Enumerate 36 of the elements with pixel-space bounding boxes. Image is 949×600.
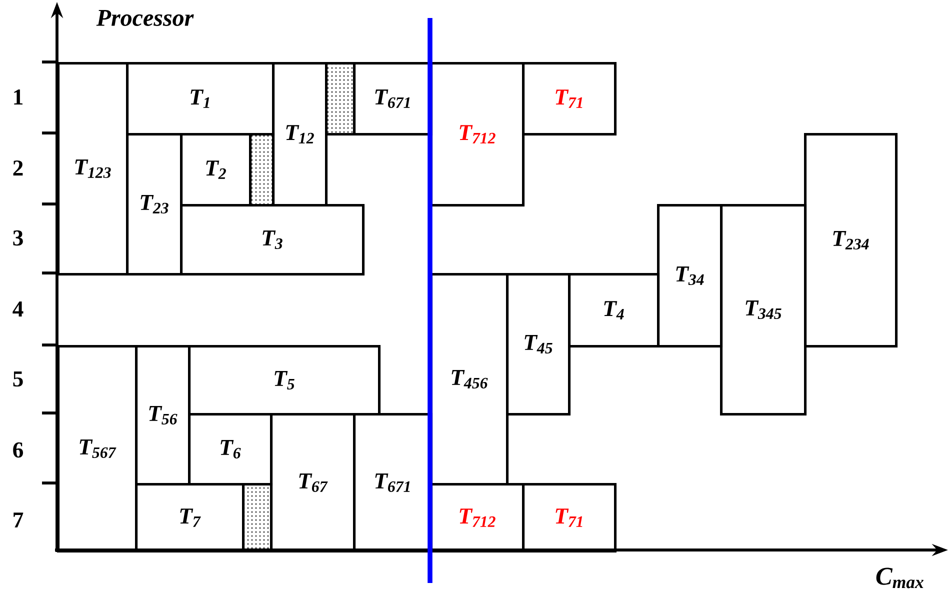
task-box: T$_{71}$ xyxy=(522,62,617,136)
idle-box xyxy=(242,483,273,553)
task-box: T$_{712}$ xyxy=(430,483,525,553)
row-number: 7 xyxy=(14,512,24,528)
task-box: T$_{1}$ xyxy=(126,62,275,136)
task-box: T$_{7}$ xyxy=(135,483,245,553)
task-box: T$_{71}$ xyxy=(522,483,617,553)
task-box: T$_{2}$ xyxy=(180,133,252,207)
row-number: 3 xyxy=(13,230,23,246)
task-box: T$_{234}$ xyxy=(804,133,898,348)
task-box: T$_{67}$ xyxy=(270,413,356,553)
task-box: T$_{345}$ xyxy=(720,204,807,416)
row-number: 2 xyxy=(13,160,23,176)
task-box: T$_{4}$ xyxy=(568,273,660,348)
task-box: T$_{56}$ xyxy=(135,345,191,486)
task-box: T$_{671}$ xyxy=(353,62,433,136)
task-box: T$_{34}$ xyxy=(657,204,723,348)
task-box: T$_{23}$ xyxy=(126,133,183,276)
task-box: T$_{6}$ xyxy=(188,413,273,486)
task-box: T$_{12}$ xyxy=(272,62,328,207)
task-box: T$_{456}$ xyxy=(430,273,509,486)
idle-box xyxy=(325,62,356,136)
row-number: 6 xyxy=(13,442,23,458)
task-box: T$_{45}$ xyxy=(506,273,571,416)
task-box: T$_{671}$ xyxy=(353,413,433,553)
cmax-axis-label: C$_{max}$ xyxy=(876,568,924,588)
task-box: T$_{567}$ xyxy=(57,345,138,553)
processor-axis-label: Processor xyxy=(96,10,194,26)
row-number: 1 xyxy=(14,90,22,104)
task-box: T$_{712}$ xyxy=(430,62,525,207)
task-box: T$_{123}$ xyxy=(57,62,129,276)
row-number: 5 xyxy=(13,371,23,387)
idle-box xyxy=(249,133,275,207)
row-number: 4 xyxy=(12,302,24,316)
task-box: T$_{3}$ xyxy=(180,204,365,276)
task-box: T$_{5}$ xyxy=(188,345,381,416)
